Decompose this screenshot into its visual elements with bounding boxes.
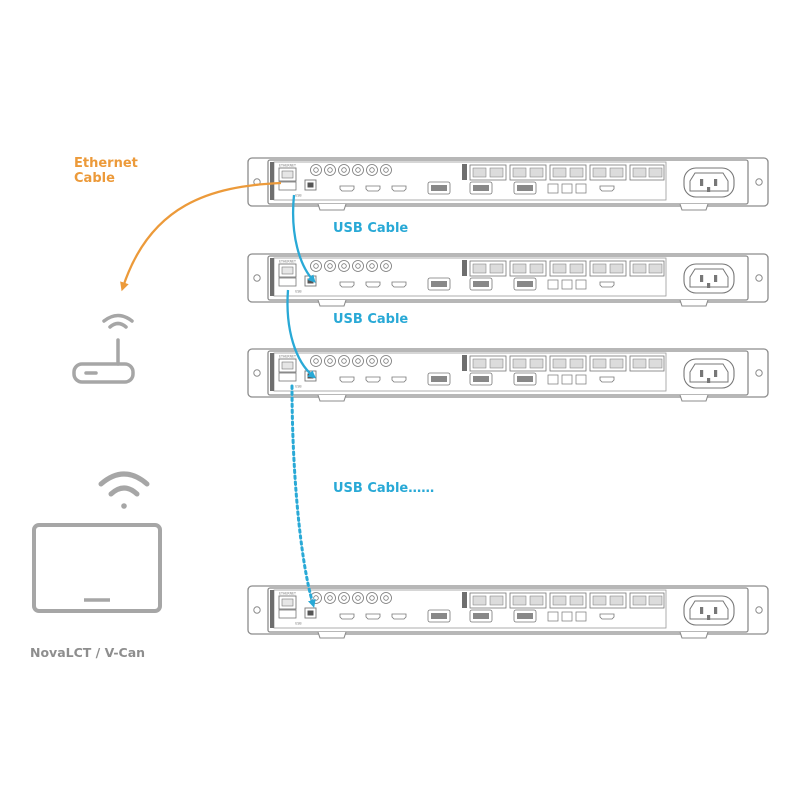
usb-cable-2	[286, 289, 317, 379]
device-unit-2	[247, 253, 769, 307]
laptop-icon	[32, 523, 162, 613]
router-icon	[72, 313, 135, 384]
usb-cable-label-2: USB Cable	[333, 312, 409, 327]
device-unit-4	[247, 585, 769, 639]
computer-label: NovaLCT / V-Can	[30, 645, 146, 660]
wifi-icon	[98, 471, 150, 509]
ethernet-cable-label: Ethernet Cable	[74, 156, 138, 186]
device-unit-3	[247, 348, 769, 402]
usb-cable-3	[290, 384, 316, 608]
ethernet-cable	[120, 181, 282, 292]
usb-cable-label-1: USB Cable	[333, 221, 409, 236]
usb-cable-label-3: USB Cable……	[333, 481, 435, 496]
device-unit-1	[247, 157, 769, 211]
usb-cable-1	[292, 194, 316, 283]
